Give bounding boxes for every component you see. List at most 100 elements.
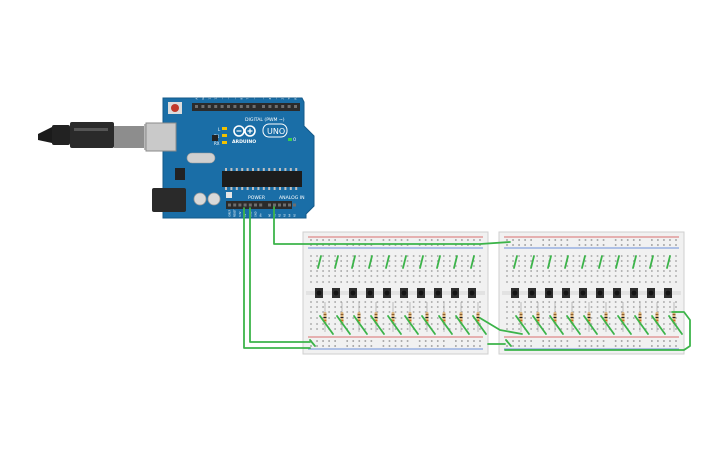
breadboard-hole[interactable]: [418, 301, 421, 303]
rail-hole[interactable]: [554, 340, 557, 342]
breadboard-hole[interactable]: [388, 270, 391, 272]
rail-hole[interactable]: [364, 340, 367, 342]
breadboard-hole[interactable]: [467, 275, 469, 277]
breadboard-hole[interactable]: [382, 323, 385, 325]
breadboard-hole[interactable]: [316, 311, 318, 313]
breadboard-hole[interactable]: [632, 323, 635, 325]
breadboard-hole[interactable]: [310, 255, 312, 257]
breadboard-hole[interactable]: [506, 317, 508, 319]
breadboard-hole[interactable]: [364, 317, 367, 319]
wire-button-diagonal[interactable]: [515, 315, 530, 335]
breadboard-hole[interactable]: [548, 311, 551, 313]
breadboard-hole[interactable]: [406, 317, 409, 319]
breadboard-hole[interactable]: [675, 317, 677, 319]
breadboard-hole[interactable]: [669, 328, 671, 330]
breadboard-hole[interactable]: [675, 255, 677, 257]
rail-hole[interactable]: [657, 244, 659, 246]
digital-pin-hole[interactable]: [268, 105, 272, 108]
breadboard-hole[interactable]: [370, 311, 373, 313]
breadboard-hole[interactable]: [620, 260, 623, 262]
rail-hole[interactable]: [506, 244, 508, 246]
breadboard-hole[interactable]: [602, 255, 605, 257]
breadboard-hole[interactable]: [542, 301, 545, 303]
breadboard-hole[interactable]: [566, 311, 569, 313]
rail-hole[interactable]: [626, 345, 629, 347]
breadboard-hole[interactable]: [663, 281, 665, 283]
breadboard-hole[interactable]: [382, 328, 385, 330]
breadboard-hole[interactable]: [310, 301, 312, 303]
breadboard-hole[interactable]: [400, 317, 403, 319]
breadboard-hole[interactable]: [412, 281, 415, 283]
rail-hole[interactable]: [651, 345, 653, 347]
breadboard-hole[interactable]: [554, 281, 557, 283]
breadboard-hole[interactable]: [669, 311, 671, 313]
breadboard-hole[interactable]: [346, 255, 349, 257]
breadboard-hole[interactable]: [518, 311, 520, 313]
breadboard-hole[interactable]: [412, 270, 415, 272]
rail-hole[interactable]: [638, 345, 641, 347]
wire-button-diagonal[interactable]: [455, 315, 470, 335]
breadboard-hole[interactable]: [455, 301, 457, 303]
breadboard-hole[interactable]: [524, 270, 526, 272]
rail-hole[interactable]: [518, 239, 520, 241]
breadboard-hole[interactable]: [473, 281, 475, 283]
breadboard-hole[interactable]: [530, 255, 532, 257]
breadboard-hole[interactable]: [352, 275, 355, 277]
rail-hole[interactable]: [638, 244, 641, 246]
rail-hole[interactable]: [406, 340, 409, 342]
breadboard-hole[interactable]: [645, 275, 647, 277]
rail-hole[interactable]: [512, 239, 514, 241]
pushbutton-cap[interactable]: [418, 290, 424, 296]
breadboard-hole[interactable]: [479, 260, 481, 262]
rail-hole[interactable]: [346, 239, 349, 241]
breadboard-hole[interactable]: [430, 255, 433, 257]
wire-button-diagonal[interactable]: [532, 315, 547, 335]
digital-pin-hole[interactable]: [252, 105, 256, 108]
breadboard-hole[interactable]: [566, 270, 569, 272]
rail-hole[interactable]: [506, 239, 508, 241]
breadboard-hole[interactable]: [449, 317, 451, 319]
breadboard-hole[interactable]: [566, 328, 569, 330]
rail-hole[interactable]: [638, 340, 641, 342]
breadboard-hole[interactable]: [506, 328, 508, 330]
breadboard-hole[interactable]: [461, 270, 463, 272]
rail-hole[interactable]: [602, 340, 605, 342]
breadboard-hole[interactable]: [340, 265, 342, 267]
breadboard-hole[interactable]: [536, 323, 538, 325]
rail-hole[interactable]: [346, 244, 349, 246]
rail-hole[interactable]: [352, 239, 355, 241]
breadboard-hole[interactable]: [554, 270, 557, 272]
digital-pin-hole[interactable]: [201, 105, 205, 108]
breadboard-hole[interactable]: [388, 323, 391, 325]
breadboard-hole[interactable]: [669, 323, 671, 325]
breadboard-hole[interactable]: [596, 281, 599, 283]
breadboard-hole[interactable]: [418, 270, 421, 272]
breadboard-hole[interactable]: [449, 275, 451, 277]
breadboard-hole[interactable]: [590, 317, 593, 319]
breadboard-hole[interactable]: [626, 311, 629, 313]
breadboard-hole[interactable]: [388, 328, 391, 330]
breadboard-hole[interactable]: [638, 260, 641, 262]
rail-hole[interactable]: [578, 244, 581, 246]
breadboard-hole[interactable]: [645, 301, 647, 303]
breadboard-hole[interactable]: [424, 260, 427, 262]
breadboard-hole[interactable]: [370, 270, 373, 272]
breadboard-hole[interactable]: [578, 275, 581, 277]
rail-hole[interactable]: [322, 340, 324, 342]
breadboard-hole[interactable]: [358, 270, 361, 272]
breadboard-hole[interactable]: [560, 323, 563, 325]
rail-hole[interactable]: [382, 345, 385, 347]
breadboard-hole[interactable]: [364, 281, 367, 283]
breadboard-hole[interactable]: [578, 281, 581, 283]
breadboard-hole[interactable]: [663, 317, 665, 319]
wire-button-diagonal[interactable]: [583, 315, 598, 335]
pushbutton-cap[interactable]: [469, 290, 475, 296]
breadboard-hole[interactable]: [626, 260, 629, 262]
breadboard-hole[interactable]: [352, 281, 355, 283]
breadboard-hole[interactable]: [340, 301, 342, 303]
breadboard-hole[interactable]: [461, 265, 463, 267]
breadboard-hole[interactable]: [376, 311, 379, 313]
wire-button-signal[interactable]: [419, 255, 424, 269]
breadboard-hole[interactable]: [536, 281, 538, 283]
breadboard-hole[interactable]: [310, 260, 312, 262]
